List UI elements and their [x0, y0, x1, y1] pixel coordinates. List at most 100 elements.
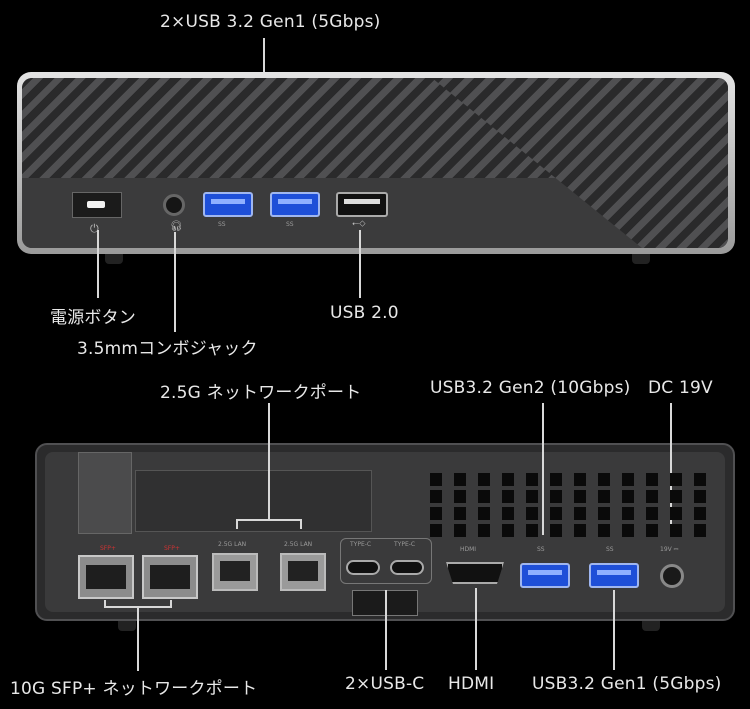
leader-line [542, 403, 544, 535]
case-foot [118, 621, 136, 631]
usb-icon: ⭠⬦ [352, 219, 366, 229]
vent-slot [526, 473, 538, 486]
vent-slot [526, 507, 538, 520]
hdmi-label: HDMI [448, 674, 495, 694]
usb-c-port-1[interactable] [346, 560, 380, 575]
vent-slot [478, 490, 490, 503]
leader-line [170, 600, 172, 608]
usbc-label: 2×USB-C [345, 674, 425, 694]
dc-power-jack[interactable] [660, 564, 684, 588]
vent-slot [454, 490, 466, 503]
lan-port-2[interactable] [280, 553, 326, 591]
vent-slot [694, 524, 706, 537]
leader-line [174, 232, 176, 332]
vent-slot [550, 490, 562, 503]
vent-slot [526, 524, 538, 537]
vent-slot [670, 490, 682, 503]
usb-c-port-2[interactable] [390, 560, 424, 575]
vent-slot [574, 490, 586, 503]
vent-slot [454, 507, 466, 520]
vent-slot [646, 473, 658, 486]
vent-slot [694, 473, 706, 486]
vent-slot [502, 490, 514, 503]
lan-label: 2.5G ネットワークポート [160, 383, 362, 403]
vent-slot [574, 473, 586, 486]
rear-usb-gen1-port[interactable] [589, 563, 639, 588]
audio-combo-jack[interactable] [163, 194, 185, 216]
leader-line [670, 403, 672, 535]
typec-bracket [340, 538, 432, 584]
front-usb3-port-1[interactable] [203, 192, 253, 217]
vent-slot [622, 473, 634, 486]
vent-slot [526, 490, 538, 503]
vent-slot [502, 473, 514, 486]
front-usb3-port-2[interactable] [270, 192, 320, 217]
vent-slot [430, 524, 442, 537]
leader-line [137, 606, 139, 671]
vent-slot [550, 524, 562, 537]
power-button-label: 電源ボタン [50, 308, 136, 328]
vent-slot [454, 524, 466, 537]
leader-line [97, 230, 99, 298]
case-foot [642, 621, 660, 631]
vent-slot [598, 507, 610, 520]
sfp-port-2[interactable] [142, 555, 198, 599]
sfp-tag: SFP+ [164, 545, 180, 552]
sfp-label: 10G SFP+ ネットワークポート [10, 679, 258, 699]
leader-line [359, 230, 361, 298]
vent-slot [694, 490, 706, 503]
ss-tag: SS [606, 546, 614, 553]
rear-usb-gen2-port[interactable] [520, 563, 570, 588]
leader-line [236, 519, 238, 529]
back-recess [135, 470, 372, 532]
lan-port-1[interactable] [212, 553, 258, 591]
sfp-tag: SFP+ [100, 545, 116, 552]
vent-slot [430, 507, 442, 520]
front-usb2-port[interactable] [336, 192, 388, 217]
hdmi-tag: HDMI [460, 546, 477, 553]
ss-tag: SS [286, 221, 294, 228]
vent-slot [550, 473, 562, 486]
vent-slot [430, 490, 442, 503]
vent-slot [646, 524, 658, 537]
typec-tag: TYPE-C [350, 541, 372, 548]
power-button[interactable] [72, 192, 122, 218]
front-panel [22, 78, 728, 248]
vent-slot [478, 473, 490, 486]
sfp-port-1[interactable] [78, 555, 134, 599]
lan-tag: 2.5G LAN [218, 541, 247, 548]
vent-slot [622, 507, 634, 520]
audio-jack-label: 3.5mmコンボジャック [77, 339, 258, 359]
vent-slot [478, 507, 490, 520]
vent-slot [670, 473, 682, 486]
vent-slot [502, 507, 514, 520]
vent-slot [550, 507, 562, 520]
leader-line [268, 403, 270, 521]
leader-line [104, 600, 106, 608]
leader-line [385, 590, 387, 670]
vent-slot [670, 507, 682, 520]
front-top-label: 2×USB 3.2 Gen1 (5Gbps) [160, 12, 381, 32]
vent-slot [646, 507, 658, 520]
vent-slot [694, 507, 706, 520]
vent-slot [502, 524, 514, 537]
vent-slot [622, 524, 634, 537]
vent-slot [454, 473, 466, 486]
typec-tag: TYPE-C [394, 541, 416, 548]
vent-slot [478, 524, 490, 537]
power-icon: ⏻ [90, 222, 99, 235]
vent-slot [670, 524, 682, 537]
leader-line [236, 519, 302, 521]
vent-slot [430, 473, 442, 486]
hdmi-port[interactable] [446, 562, 504, 584]
leader-line [613, 590, 615, 670]
ss-tag: SS [218, 221, 226, 228]
usb-gen2-label: USB3.2 Gen2 (10Gbps) [430, 378, 631, 398]
vent-slot [646, 490, 658, 503]
leader-line [475, 588, 477, 670]
dc-label: DC 19V [648, 378, 713, 398]
usb-gen1-label: USB3.2 Gen1 (5Gbps) [532, 674, 722, 694]
leader-line [300, 519, 302, 529]
vent-slot [598, 490, 610, 503]
case-foot [632, 254, 650, 264]
